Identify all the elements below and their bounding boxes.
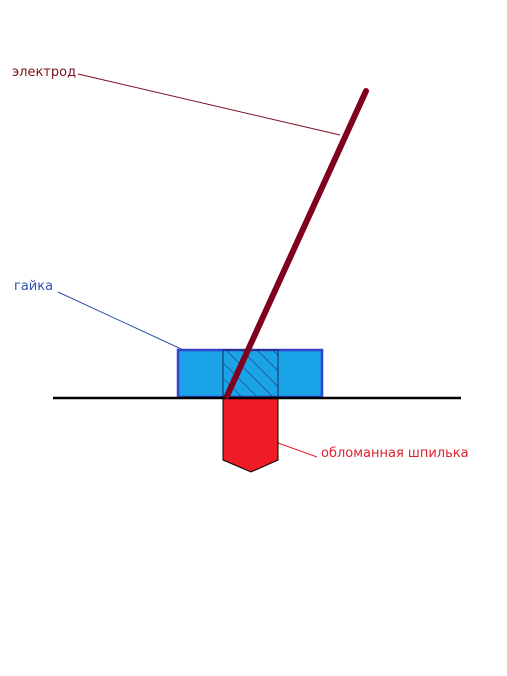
electrode-label: электрод [12, 65, 76, 80]
nut-leader-line [57, 291, 206, 361]
welding-electrode [224, 88, 369, 399]
nut-label: гайка [14, 279, 53, 294]
stud-leader-line [277, 442, 318, 458]
broken-stud [222, 397, 279, 473]
stud-label: обломанная шпилька [321, 446, 469, 461]
electrode-leader-line [77, 73, 341, 136]
